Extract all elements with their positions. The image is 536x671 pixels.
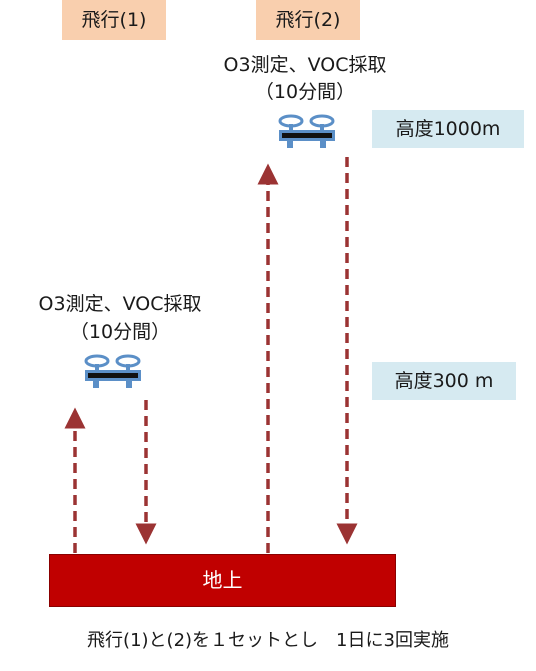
- altitude-300m-label: 高度300 m: [372, 362, 516, 400]
- flight-2-tag: 飛行(2): [256, 0, 360, 40]
- altitude-1000m-label: 高度1000m: [372, 110, 524, 148]
- flight-1-duration-label: （10分間）: [69, 321, 171, 343]
- drone-icon: [278, 114, 335, 148]
- footer-note: 飛行(1)と(2)を１セットとし 1日に3回実施: [87, 630, 449, 651]
- flight-1-measure-label: O3測定、VOC採取: [38, 293, 202, 315]
- flight-1-tag: 飛行(1): [62, 0, 166, 40]
- drone-icon: [84, 354, 141, 388]
- ground-bar: 地上: [49, 554, 396, 607]
- flight-2-measure-label: O3測定、VOC採取: [223, 54, 387, 76]
- flight-2-duration-label: （10分間）: [254, 81, 356, 103]
